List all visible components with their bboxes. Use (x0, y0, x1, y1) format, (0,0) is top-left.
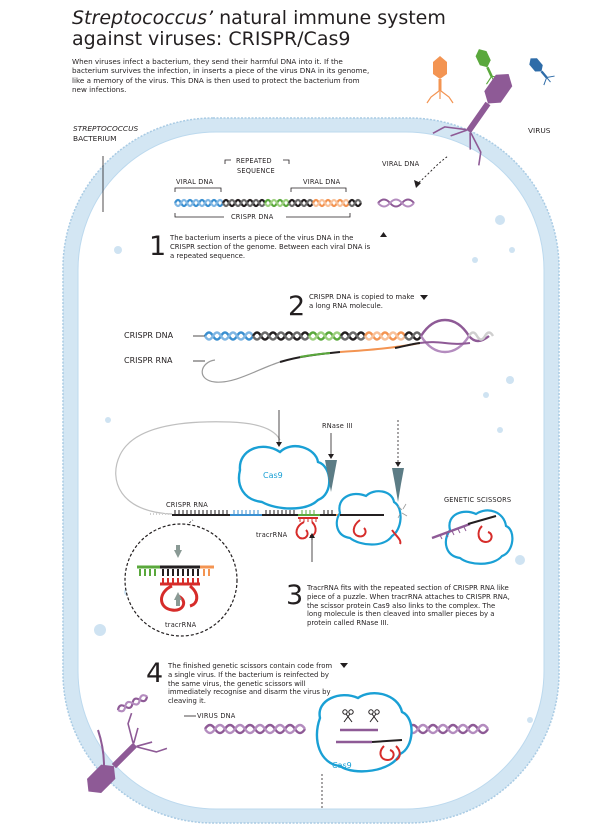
tracrrna-structure (295, 517, 318, 540)
crispr-dna-label-top: CRISPR DNA (231, 213, 274, 221)
cas9-protein (237, 445, 331, 510)
crispr-rna-long (193, 341, 471, 383)
arrow-up-icon (380, 232, 387, 237)
cas9-complex-1 (335, 490, 402, 546)
step-2-number: 2 (288, 291, 306, 322)
genetic-scissors-rna (431, 515, 497, 544)
target-dna-bottom (203, 723, 490, 735)
title-italic: Streptococcus’ (72, 7, 214, 29)
crispr-rna-label-step3: CRISPR RNA (166, 501, 208, 509)
viral-dna-label-right: VIRAL DNA (303, 178, 341, 186)
zoom-circle (124, 523, 238, 637)
viral-dna-incoming (377, 155, 449, 208)
step-1-text: The bacterium inserts a piece of the vir… (170, 234, 371, 260)
title-line-2: against viruses: CRISPR/Cas9 (72, 28, 351, 50)
bacterium-label-1: STREPTOCOCCUS (73, 124, 139, 133)
arrow-down-icon-step4 (340, 663, 348, 668)
genetic-scissors-label: GENETIC SCISSORS (444, 496, 512, 504)
title-rest: natural immune system (213, 7, 446, 29)
cas9-bottom-complex (336, 728, 403, 762)
rnase-iii-2 (392, 420, 404, 502)
crispr-rna-label: CRISPR RNA (124, 356, 173, 365)
cas9-bottom-blob (315, 692, 413, 773)
page-title: Streptococcus’ natural immune system aga… (72, 8, 446, 50)
virus-dna-bottom (116, 694, 149, 713)
cleave-mark (397, 503, 408, 519)
step-4-number: 4 (146, 658, 164, 689)
virus-dna-label: VIRUS DNA (197, 712, 236, 720)
crispr-dna-label: CRISPR DNA (124, 331, 174, 340)
virus-icon-orange (426, 56, 454, 104)
cas9-complex-1-rna (340, 514, 402, 545)
rnase-label: RNase III (322, 422, 353, 430)
step-3-number: 3 (286, 580, 304, 611)
repeated-label-1: REPEATED (236, 157, 272, 165)
step-4-text: The finished genetic scissors contain co… (168, 662, 333, 706)
virus-label: VIRUS (528, 126, 551, 135)
bacterium-label-2: BACTERIUM (73, 134, 117, 143)
cas9-label: Cas9 (263, 471, 283, 480)
scissors-icon-2 (368, 709, 380, 723)
tracrrna-zoom-label: tracrRNA (165, 621, 197, 629)
cas9-bottom-label: Cas9 (332, 761, 352, 770)
crispr-dna-long (193, 318, 495, 354)
repeated-label-2: SEQUENCE (237, 167, 275, 175)
arrow-down-icon (420, 295, 428, 300)
viral-dna-label-incoming: VIRAL DNA (382, 160, 420, 168)
rnase-iii-1 (325, 433, 337, 492)
virus-icon-purple-large (432, 73, 513, 166)
tracrrna-label: tracrRNA (256, 531, 288, 539)
step-2-text: CRISPR DNA is copied to make a long RNA … (309, 293, 415, 310)
intro-text: When viruses infect a bacterium, they se… (72, 57, 370, 95)
step-3-text: TracrRNA fits with the repeated section … (307, 584, 510, 628)
step-1-number: 1 (149, 231, 167, 262)
cell-dots (94, 215, 533, 723)
crispr-dna-top (174, 198, 362, 208)
scissors-icon (342, 709, 354, 723)
virus-icon-blue (529, 58, 555, 86)
virus-icon-purple-bottom (87, 712, 168, 793)
zoom-detail (137, 545, 214, 612)
viral-dna-label-left: VIRAL DNA (176, 178, 214, 186)
rna-grey-loop (115, 421, 281, 515)
top-brackets (174, 159, 351, 218)
